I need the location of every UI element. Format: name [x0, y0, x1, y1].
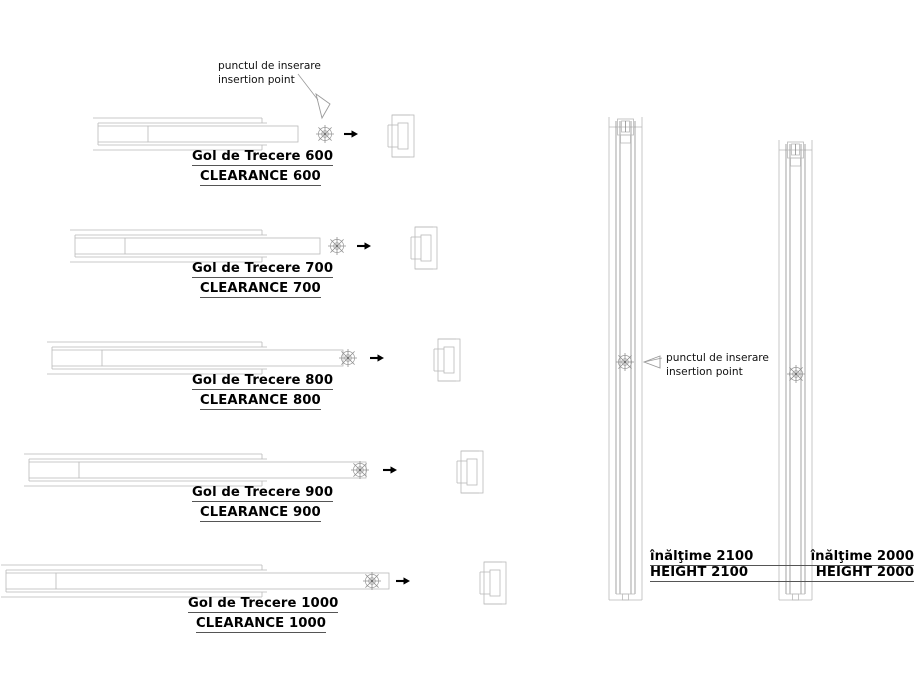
clearance-1000-insertion-point-star-icon [362, 571, 382, 591]
clearance-900-profile-inner [466, 458, 478, 486]
clearance-800-assembly [47, 341, 344, 375]
clearance-900-jamb-profile-detail [456, 450, 484, 494]
clearance-800-profile-inner [443, 346, 455, 374]
clearance-600-insertion-point-star-icon [315, 124, 335, 144]
height-2000-assembly [778, 140, 813, 601]
height-2000-insertion-point-star-icon [786, 364, 806, 384]
clearance-1000-profile-inner [489, 569, 501, 597]
clearance-900-insertion-group [350, 460, 399, 480]
clearance-1000-sliding-leaf [55, 572, 390, 590]
clearance-600-profile-outer [391, 114, 415, 158]
clearance-900-profile-outer [460, 450, 484, 494]
clearance-1000-insertion-group [362, 571, 412, 591]
clearance-700-insertion-point-star-icon [327, 236, 347, 256]
clearance-700-direction-arrow-icon [355, 241, 373, 251]
clearance-600-insertion-group [315, 124, 360, 144]
clearance-1000-assembly [1, 564, 390, 598]
clearance-900-insertion-point-star-icon [350, 460, 370, 480]
height-2100-insertion-point-star-icon [615, 352, 635, 372]
height-2100-base-anchor [622, 593, 629, 601]
clearance-1000-direction-arrow-icon [394, 576, 412, 586]
clearance-800-jamb-profile-detail [433, 338, 461, 382]
clearance-700-insertion-group [327, 236, 373, 256]
clearance-600-direction-arrow-icon [342, 129, 360, 139]
clearance-700-profile-inner [420, 234, 432, 262]
top-leader-arrowhead-icon [315, 92, 331, 120]
height-2100-assembly [608, 117, 643, 601]
top-leader-line [297, 73, 319, 101]
clearance-900-direction-arrow-icon [381, 465, 399, 475]
leader-lines-group [297, 73, 663, 369]
height-2000-base-anchor [792, 593, 799, 601]
clearance-800-profile-outer [437, 338, 461, 382]
clearance-1000-profile-outer [483, 561, 507, 605]
clearance-700-jamb-profile-detail [410, 226, 438, 270]
clearance-rows-group [1, 114, 507, 605]
clearance-900-sliding-leaf [78, 461, 367, 479]
clearance-1000-jamb-profile-detail [479, 561, 507, 605]
clearance-700-sliding-leaf [124, 237, 321, 255]
height-columns-group [608, 117, 813, 601]
clearance-700-assembly [70, 229, 321, 263]
clearance-800-direction-arrow-icon [368, 353, 386, 363]
clearance-800-insertion-point-star-icon [338, 348, 358, 368]
height-2000-head-bracket [790, 157, 801, 167]
right-leader-arrowhead-icon [642, 355, 661, 369]
clearance-800-insertion-group [338, 348, 386, 368]
clearance-700-profile-outer [414, 226, 438, 270]
height-2100-head-bracket [620, 134, 631, 144]
clearance-600-assembly [93, 117, 299, 151]
clearance-600-jamb-profile-detail [387, 114, 415, 158]
clearance-800-sliding-leaf [101, 349, 344, 367]
clearance-900-assembly [24, 453, 367, 487]
clearance-600-sliding-leaf [147, 125, 299, 143]
clearance-600-profile-inner [397, 122, 409, 150]
